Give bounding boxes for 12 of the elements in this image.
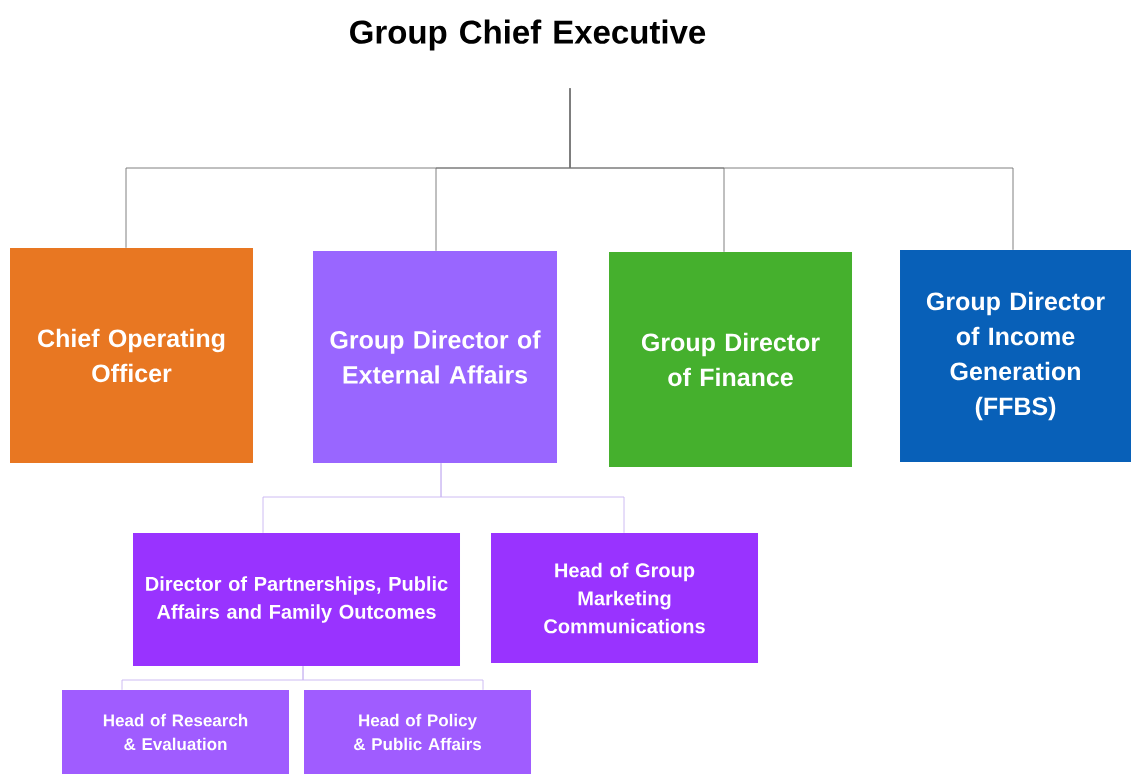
role-box: Director of Partnerships, Public Affairs and Family Outcomes [133, 533, 460, 666]
connector-line [569, 87, 1014, 251]
role-box: Chief Operating Officer [10, 248, 253, 463]
role-box: Group Director of Income Generation (FFBS) [900, 250, 1131, 462]
role-box: Head of Research & Evaluation [62, 690, 289, 774]
role-box: Group Director of Finance [609, 252, 852, 467]
connector-line [440, 462, 625, 534]
role-box: Head of Policy & Public Affairs [304, 690, 531, 774]
role-box: Head of Group Marketing Communications [491, 533, 758, 663]
role-box: Group Director of External Affairs [313, 251, 557, 463]
connector-line [302, 665, 484, 691]
chart-title: Group Chief Executive [350, 19, 706, 51]
